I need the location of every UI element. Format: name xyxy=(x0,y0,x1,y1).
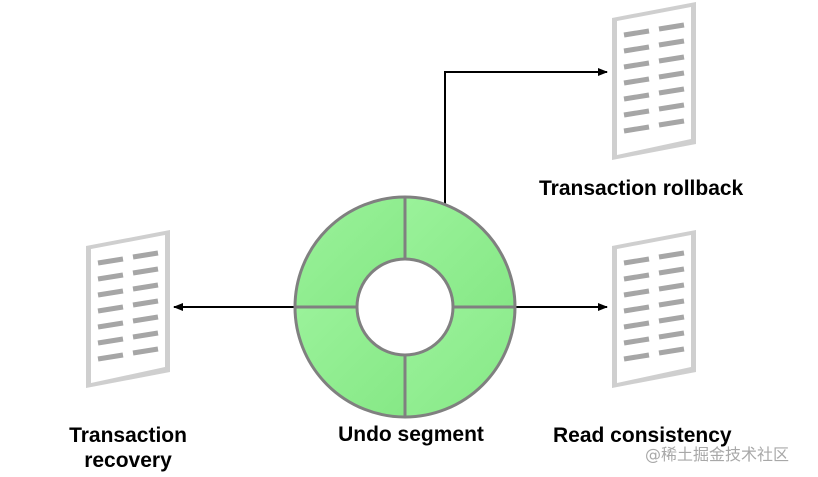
document-icon-rollback xyxy=(612,2,696,160)
ring-sector-bottom-right xyxy=(405,307,515,417)
ring-sector-top-left xyxy=(295,197,405,307)
undo-segment-ring xyxy=(293,195,517,419)
arrow-to-rollback xyxy=(444,68,608,205)
document-icon-recovery xyxy=(86,230,170,388)
label-transaction-recovery: Transaction recovery xyxy=(69,424,187,472)
watermark: @稀土掘金技术社区 xyxy=(645,445,790,464)
label-transaction-rollback: Transaction rollback xyxy=(539,177,744,200)
ring-sector-top-right xyxy=(405,197,515,307)
label-undo-segment: Undo segment xyxy=(338,423,484,446)
document-icon-consistency xyxy=(612,230,696,388)
label-read-consistency: Read consistency xyxy=(553,424,732,447)
ring-sector-bottom-left xyxy=(295,307,405,417)
